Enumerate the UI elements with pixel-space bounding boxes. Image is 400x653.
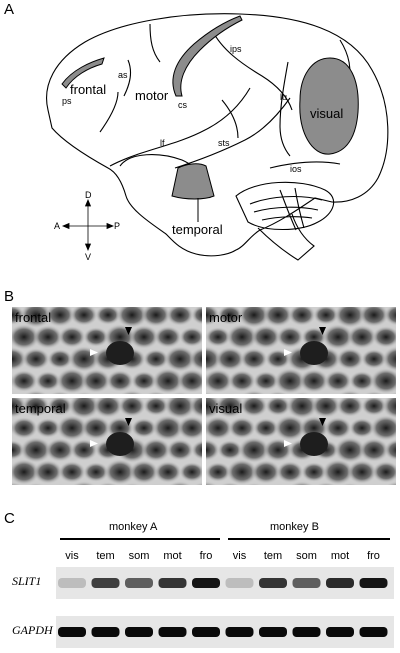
compass-d: D <box>85 190 92 200</box>
target-spot <box>300 432 328 456</box>
sulcus-ios <box>269 161 341 169</box>
label-lu: lu <box>280 92 287 102</box>
label-cs: cs <box>178 100 188 110</box>
black-arrowhead <box>125 418 132 426</box>
lane-label-mot: mot <box>163 550 181 562</box>
frontal-region <box>61 57 105 89</box>
black-arrowhead <box>319 327 326 335</box>
label-visual: visual <box>310 106 343 121</box>
band-gapdh <box>225 627 254 637</box>
visual-region <box>299 57 359 155</box>
band-gapdh <box>91 627 120 637</box>
brain-diagram: frontal motor visual temporal ps as cs i… <box>46 13 389 262</box>
motor-region <box>172 15 243 97</box>
label-ips: ips <box>230 44 242 54</box>
tile-label-temporal: temporal <box>15 401 66 416</box>
panel-a-letter: A <box>4 1 15 18</box>
band-slit1 <box>158 578 187 588</box>
target-spot <box>106 341 134 365</box>
panel-b-letter: B <box>4 288 15 305</box>
compass-v: V <box>85 252 91 262</box>
label-ios: ios <box>290 164 302 174</box>
white-arrowhead <box>90 349 98 356</box>
sulcus-as <box>123 59 132 97</box>
cerebellum <box>235 181 335 230</box>
white-arrowhead <box>284 440 292 447</box>
band-slit1 <box>326 578 354 588</box>
lane-label-som: som <box>296 550 317 562</box>
label-sts: sts <box>218 138 230 148</box>
target-spot <box>106 432 134 456</box>
band-gapdh <box>192 627 220 637</box>
band-slit1 <box>58 578 86 588</box>
band-gapdh <box>326 627 354 637</box>
label-as: as <box>118 70 128 80</box>
orientation-compass <box>61 198 115 252</box>
sulcus-sts <box>174 97 291 169</box>
tile-label-motor: motor <box>209 310 243 325</box>
label-ps: ps <box>62 96 72 106</box>
label-motor: motor <box>135 88 169 103</box>
band-gapdh <box>158 627 187 637</box>
spot-field <box>206 307 396 394</box>
group-label-monkey-a: monkey A <box>109 521 158 533</box>
tile-label-visual: visual <box>209 401 243 416</box>
panel-c-letter: C <box>4 510 15 527</box>
compass-p: P <box>114 221 120 231</box>
band-slit1 <box>225 578 254 588</box>
black-arrowhead <box>319 418 326 426</box>
band-gapdh <box>58 627 86 637</box>
lane-label-vis: vis <box>65 550 79 562</box>
band-gapdh <box>292 627 321 637</box>
band-slit1 <box>192 578 220 588</box>
lane-label-fro: fro <box>200 550 213 562</box>
label-frontal: frontal <box>70 82 106 97</box>
band-slit1 <box>125 578 153 588</box>
band-slit1 <box>292 578 321 588</box>
lane-label-tem: tem <box>264 550 282 562</box>
spot-field <box>12 398 202 485</box>
lane-label-tem: tem <box>96 550 114 562</box>
sulcus-ips <box>211 29 293 111</box>
gene-label-gapdh: GAPDH <box>12 623 54 637</box>
sulcus-lf <box>109 87 251 167</box>
band-gapdh <box>125 627 153 637</box>
target-spot <box>300 341 328 365</box>
band-slit1 <box>259 578 287 588</box>
lane-label-vis: vis <box>233 550 247 562</box>
white-arrowhead <box>284 349 292 356</box>
spot-field <box>12 307 202 394</box>
band-gapdh <box>259 627 287 637</box>
brainstem <box>257 213 315 261</box>
sulcus-lu <box>279 61 291 157</box>
gene-label-slit1: SLIT1 <box>12 574 41 588</box>
brain-outline <box>46 13 389 257</box>
lane-label-fro: fro <box>367 550 380 562</box>
tile-label-frontal: frontal <box>15 310 52 325</box>
microarray-tile-motor: motor <box>206 307 396 394</box>
black-arrowhead <box>125 327 132 335</box>
spot-field <box>206 398 396 485</box>
group-label-monkey-b: monkey B <box>270 521 319 533</box>
label-lf: lf <box>160 138 165 148</box>
band-slit1 <box>91 578 120 588</box>
band-slit1 <box>359 578 388 588</box>
microarray-tile-visual: visual <box>206 398 396 485</box>
microarray-tile-temporal: temporal <box>12 398 202 485</box>
microarray-tile-frontal: frontal <box>12 307 202 394</box>
band-gapdh <box>359 627 388 637</box>
label-temporal: temporal <box>172 222 223 237</box>
compass-a: A <box>54 221 60 231</box>
white-arrowhead <box>90 440 98 447</box>
lane-label-som: som <box>129 550 150 562</box>
lane-label-mot: mot <box>331 550 349 562</box>
temporal-region <box>171 163 215 200</box>
